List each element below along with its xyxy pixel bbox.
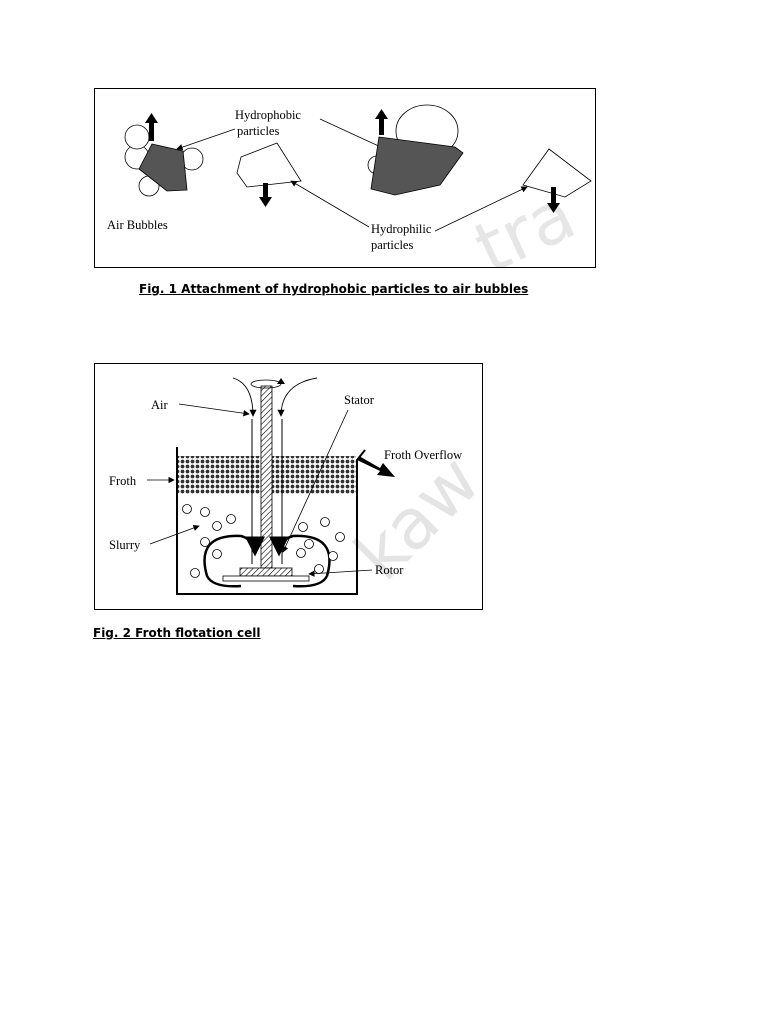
pointer-slurry (149, 524, 200, 545)
air-bubble (314, 564, 324, 574)
hydrophilic-particle-middle (236, 142, 302, 207)
impeller-shaft (260, 385, 273, 569)
label-slurry: Slurry (109, 538, 141, 552)
air-bubble (304, 539, 314, 549)
pointer-hydrophilic-left (290, 180, 370, 228)
pointer-air (178, 403, 250, 417)
hydrophobic-particle-with-bubble-right (367, 104, 464, 196)
label-air: Air (151, 398, 169, 412)
air-bubble (182, 504, 192, 514)
air-flow-left (232, 377, 257, 417)
figure-1-hydrophobic-attachment: tra Hydrophobic particles Air Bubbles (94, 88, 596, 268)
air-bubble (328, 551, 338, 561)
rotor-base (222, 575, 310, 582)
air-bubble (212, 549, 222, 559)
air-bubble (226, 514, 236, 524)
air-bubble (200, 537, 210, 547)
circulation-arrow-left (203, 534, 265, 577)
figure-2-caption: Fig. 2 Froth flotation cell (93, 626, 261, 640)
hydrophilic-particle-right (522, 148, 592, 213)
figure-2-diagram: kaw (109, 377, 482, 596)
label-froth: Froth (109, 474, 137, 488)
hydrophilic-particle (236, 142, 302, 188)
pointer-hydrophobic-right (319, 118, 386, 150)
label-hydrophilic: Hydrophilic (371, 222, 432, 236)
slurry-bubbles (182, 504, 345, 578)
label-hydrophilic-particles: particles (371, 238, 413, 252)
pointer-stator (282, 409, 349, 553)
watermark: kaw (339, 439, 482, 596)
label-stator: Stator (344, 393, 375, 407)
up-arrow-icon (145, 113, 158, 123)
air-flow-right (277, 377, 318, 417)
pointer-hydrophilic-right (434, 186, 528, 232)
label-froth-overflow: Froth Overflow (384, 448, 462, 462)
hydrophobic-particle (370, 136, 464, 196)
rotor (239, 567, 293, 577)
up-arrow-icon (375, 109, 388, 119)
pointer-rotor (308, 569, 373, 577)
up-arrow-shaft (379, 117, 384, 135)
air-bubble (320, 517, 330, 527)
label-rotor: Rotor (375, 563, 404, 577)
up-arrow-shaft (149, 121, 154, 141)
pointer-hydrophobic-left (176, 128, 236, 151)
froth-overflow-arrow-icon (357, 456, 395, 477)
air-bubble (124, 124, 150, 150)
air-bubble (296, 548, 306, 558)
air-bubble (335, 532, 345, 542)
air-bubble (298, 522, 308, 532)
figure-1-caption: Fig. 1 Attachment of hydrophobic particl… (139, 282, 529, 296)
label-hydrophobic: Hydrophobic (235, 108, 301, 122)
down-arrow-shaft (551, 187, 556, 205)
hydrophobic-particle-with-bubbles-left (124, 113, 204, 197)
label-air-bubbles: Air Bubbles (107, 218, 168, 232)
air-bubble (200, 507, 210, 517)
label-hydrophobic-particles: particles (237, 124, 279, 138)
down-arrow-icon (547, 203, 560, 213)
air-bubble (190, 568, 200, 578)
rotation-arrow-icon (277, 378, 285, 384)
air-bubble (212, 521, 222, 531)
figure-1-diagram: tra Hydrophobic particles Air Bubbles (107, 104, 592, 267)
circulation-arrow-left-tail (205, 575, 242, 588)
down-arrow-icon (259, 197, 272, 207)
figure-2-froth-flotation-cell: kaw (94, 363, 483, 610)
down-arrow-shaft (263, 183, 268, 199)
circulation-arrow-right-tail (292, 575, 329, 588)
